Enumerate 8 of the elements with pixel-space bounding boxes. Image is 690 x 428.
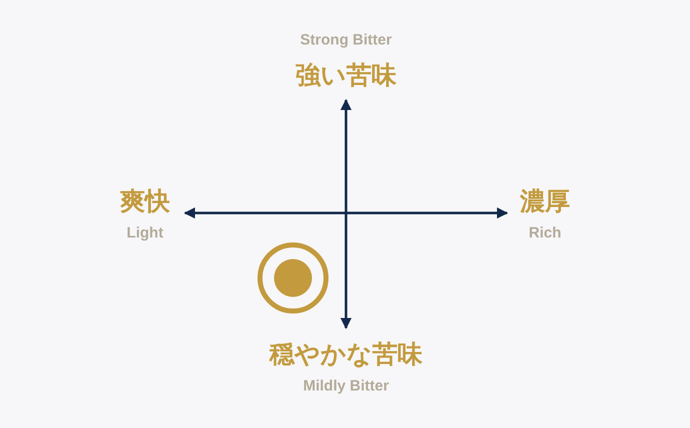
axis-label: 強い苦味 xyxy=(296,60,396,92)
axis-label: 穏やかな苦味 xyxy=(270,338,422,370)
axis-label: Mildly Bitter xyxy=(303,378,389,394)
axis-label: Strong Bitter xyxy=(300,32,392,48)
axis-label: Rich xyxy=(528,224,562,242)
axis-label: Light xyxy=(126,224,164,242)
axis-label: 爽快 xyxy=(120,186,170,218)
axis-label: 濃厚 xyxy=(520,186,570,218)
